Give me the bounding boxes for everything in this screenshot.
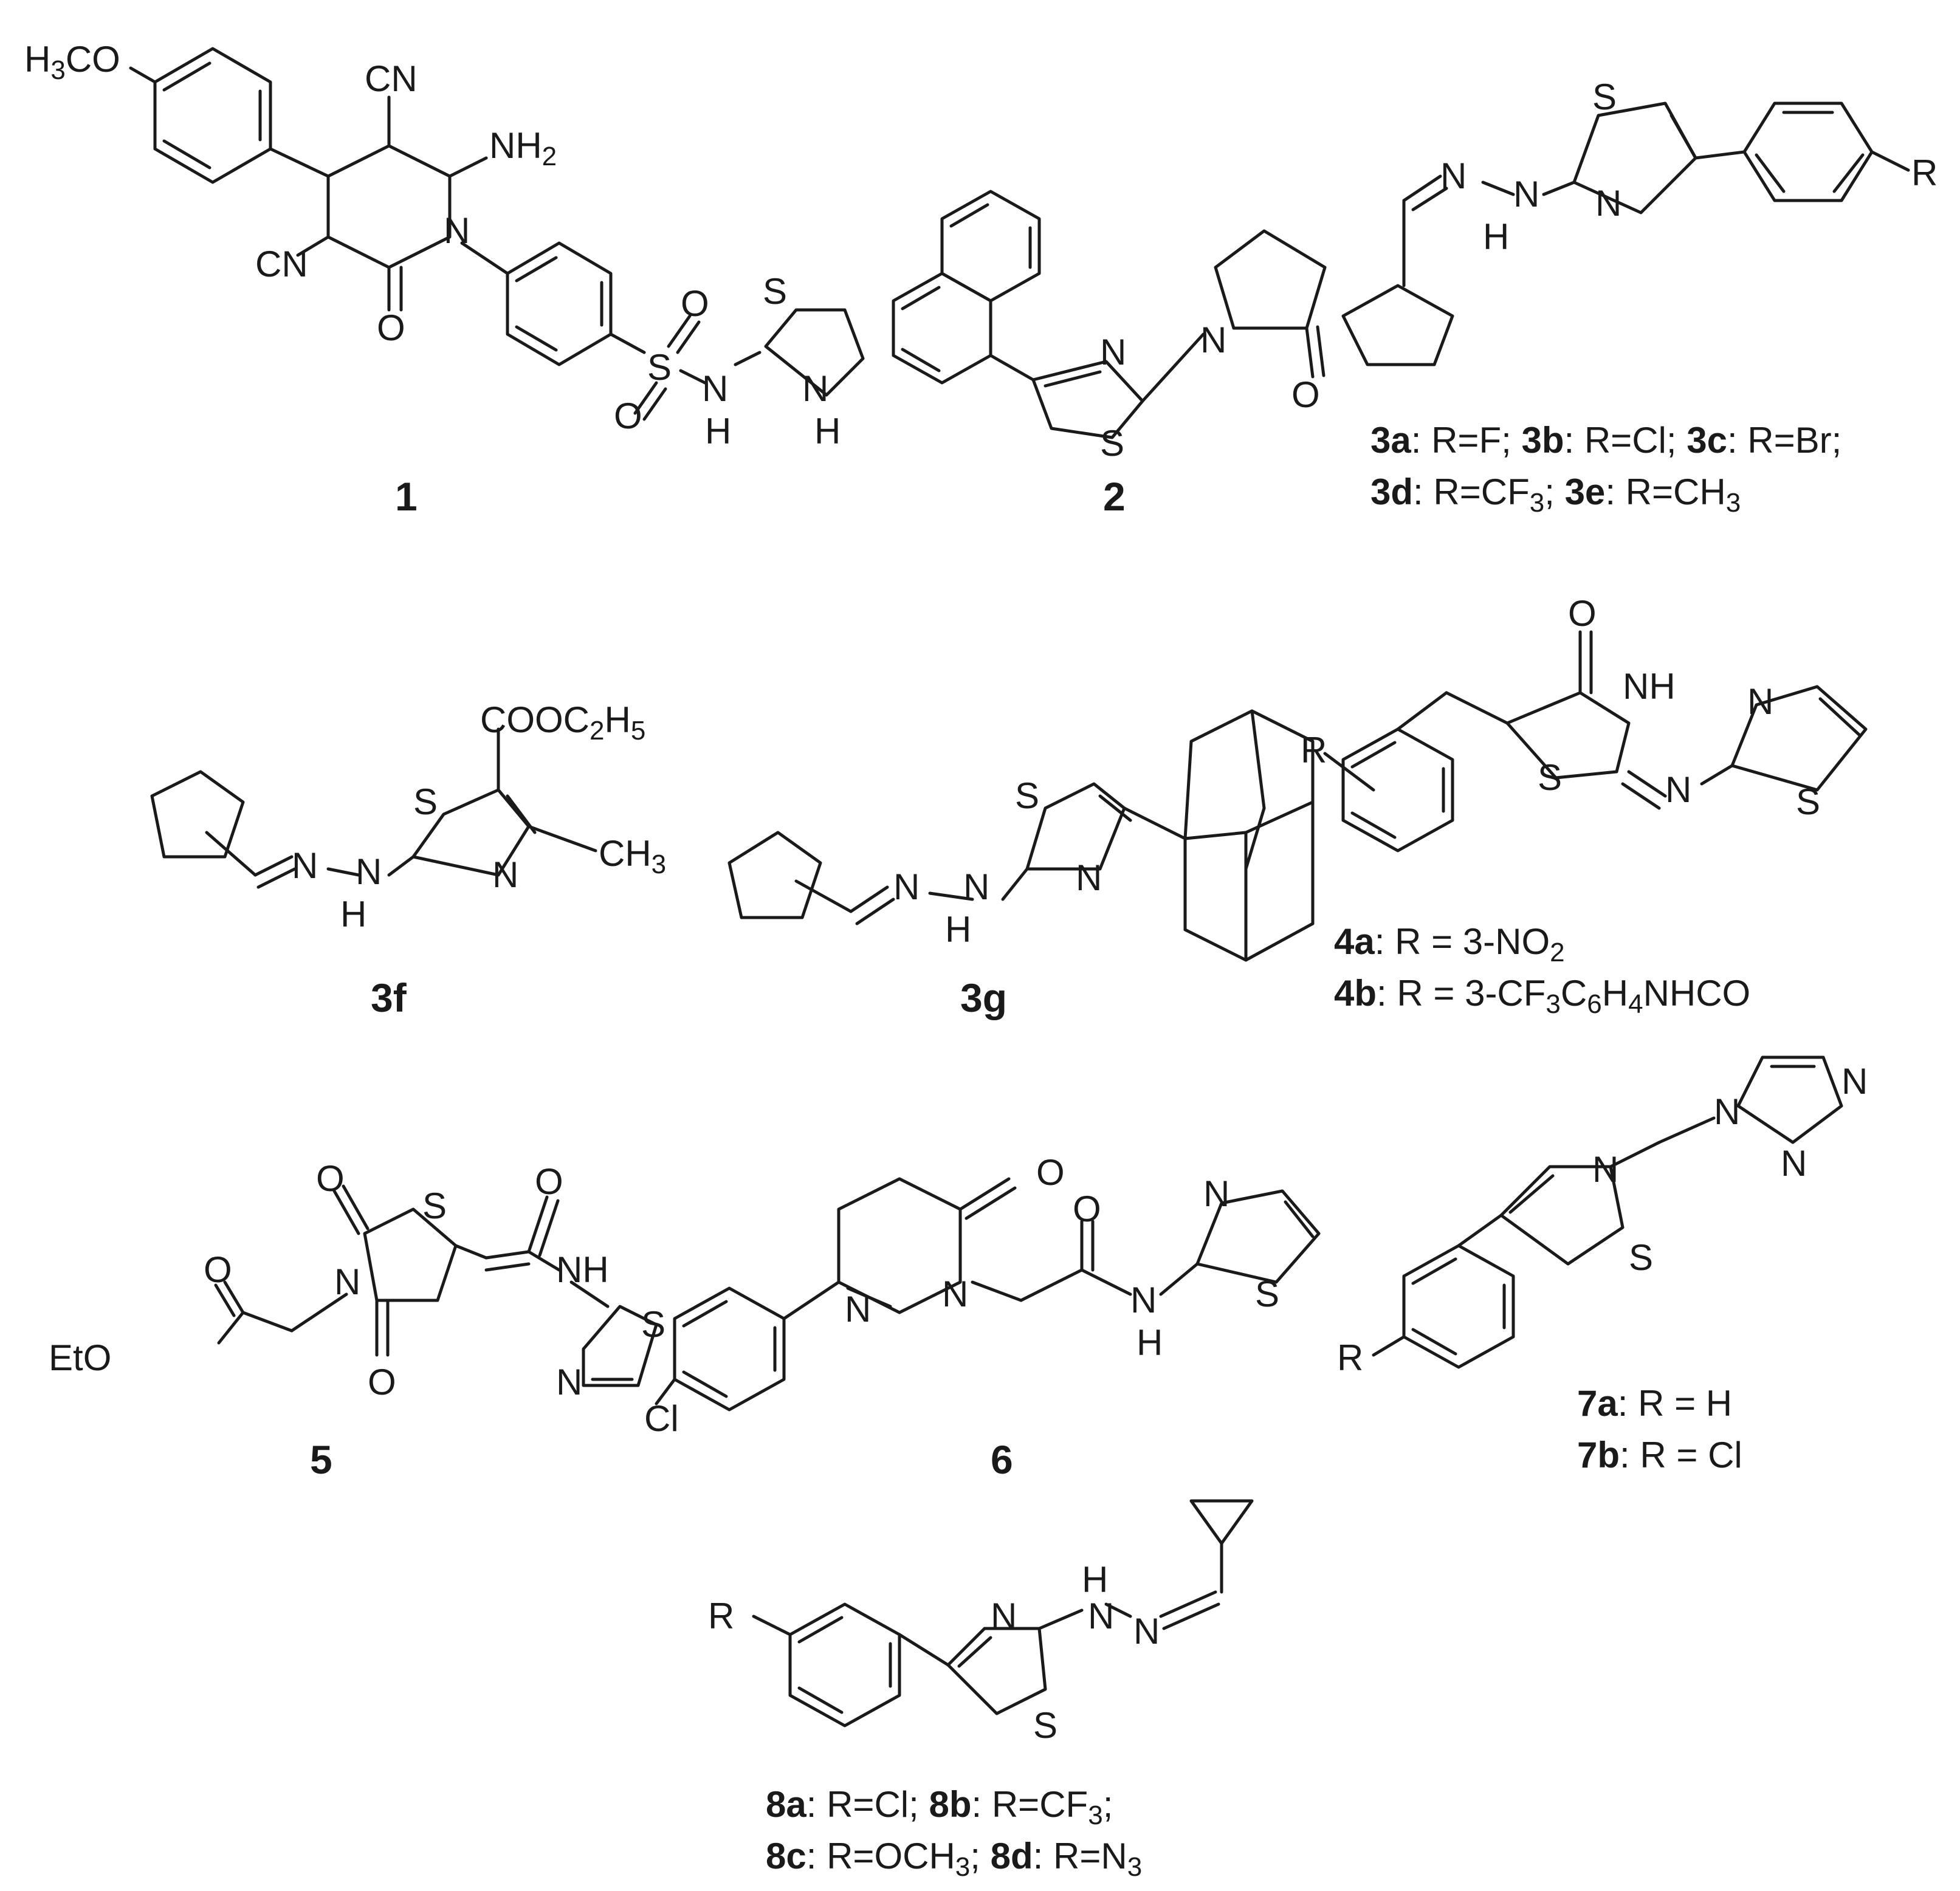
label-c2_s_thz: S (1100, 423, 1124, 464)
caption-8a-8b: 8a: R=Cl; 8b: R=CF3; (766, 1784, 1113, 1830)
label-c2_n_thz: N (1100, 332, 1126, 372)
caption-4b: 4b: R = 3-CF3C6H4NHCO (1334, 973, 1750, 1019)
compound-4a-4b: O NH S N N S R 4a: R = 3-NO2 4b: R = 3-C… (1301, 593, 1868, 1019)
label-c1_ring_s: S (763, 271, 787, 312)
label-c1_nh_h: H (705, 411, 731, 451)
label-c5_n_thz: N (556, 1362, 582, 1402)
label-c3_nh: N (1513, 174, 1539, 214)
caption-4a: 4a: R = 3-NO2 (1334, 921, 1565, 967)
label-c5_o_ester: O (204, 1249, 232, 1290)
label-c1_cn_top: CN (365, 58, 418, 99)
label-c1_nh: N (702, 368, 728, 409)
label-c1_h3co: H3CO (24, 39, 120, 85)
label-c4_r: R (1301, 730, 1327, 770)
label-c8_r: R (708, 1596, 734, 1636)
label-c5_o_top: O (316, 1158, 345, 1199)
label-c6_nh: N (1130, 1280, 1157, 1320)
label-c6_n2: N (845, 1289, 871, 1330)
label-c7_r: R (1337, 1337, 1363, 1378)
label-c6_cl: Cl (644, 1398, 679, 1439)
label-c4_s_thz: S (1796, 781, 1820, 822)
label-c5_o_amide: O (535, 1161, 563, 1202)
label-c8_n_thz: N (991, 1596, 1017, 1636)
compound-1: H3CO CN NH2 CN N O S O O N H S N H 1 (24, 39, 865, 519)
label-c3g_s: S (1015, 775, 1039, 816)
label-c1_ring_nh_h: H (814, 411, 841, 451)
label-c3g_n_thz: N (1076, 857, 1102, 898)
label-c4_n_thz: N (1747, 681, 1773, 722)
label-c2_o: O (1291, 374, 1320, 415)
label-c8_n: N (1133, 1611, 1160, 1652)
label-c1_s: S (647, 347, 672, 388)
label-c5_n: N (334, 1261, 360, 1302)
label-c7_n_trz1: N (1714, 1091, 1740, 1132)
label-c3_nh_h: H (1483, 216, 1509, 257)
label-c6_n_thz: N (1203, 1173, 1229, 1214)
compound-7a-7b: N S N N N R 7a: R = H 7b: R = Cl (1337, 1055, 1868, 1475)
compound-6: O N N O N H N S Cl 6 (644, 1152, 1321, 1482)
label-c4_o: O (1568, 593, 1597, 634)
label-c1_so1: O (681, 283, 709, 324)
compound-id-2: 2 (1103, 474, 1126, 519)
label-c3g_nh_h: H (945, 909, 971, 950)
label-c1_n: N (444, 210, 470, 251)
label-c3f_s: S (413, 781, 438, 822)
compound-id-5: 5 (310, 1437, 332, 1482)
compound-id-3f: 3f (371, 975, 407, 1020)
label-c8_s_thz: S (1033, 1705, 1057, 1746)
label-c3_r: R (1911, 153, 1938, 193)
caption-8c-8d: 8c: R=OCH3; 8d: R=N3 (766, 1836, 1142, 1882)
label-c1_cn_left: CN (255, 244, 308, 284)
label-c3_n_thz: N (1595, 183, 1621, 224)
label-c8_nh: N (1088, 1596, 1114, 1636)
label-c5_s: S (422, 1186, 447, 1226)
label-c2_n_pyr: N (1200, 320, 1226, 360)
compound-3a-3e: S N N N H R 3a: R=F; 3b: R=Cl; 3c: R=Br;… (1341, 77, 1938, 518)
label-c7_n_trz4: N (1841, 1061, 1868, 1102)
label-c6_s_thz: S (1255, 1274, 1279, 1314)
caption-3a-3c: 3a: R=F; 3b: R=Cl; 3c: R=Br; (1370, 420, 1841, 461)
label-c1_ring_nh: N (802, 368, 828, 409)
compound-2: N S N O 2 (892, 190, 1327, 519)
label-c6_n1: N (942, 1274, 968, 1314)
label-c3f_n_thz: N (492, 854, 518, 895)
label-c4_n_ex: N (1665, 769, 1691, 810)
compound-3f: S N N N H COOC2H5 CH3 3f (150, 699, 666, 1020)
label-c3f_nh_h: H (340, 894, 366, 935)
label-c3g_nh: N (963, 867, 989, 907)
label-c8_nh_h: H (1082, 1559, 1108, 1600)
label-c5_nh: NH (556, 1249, 609, 1290)
label-c5_o_bot: O (368, 1362, 396, 1402)
compound-8a-8d: R N S H N N 8a: R=Cl; 8b: R=CF3; 8c: R=O… (708, 1499, 1254, 1882)
label-c7_n_trz2: N (1781, 1143, 1807, 1184)
compound-id-6: 6 (991, 1437, 1013, 1482)
label-c5_s_thz: S (641, 1304, 665, 1345)
label-c3f_nh: N (356, 851, 382, 892)
label-c4_nh: NH (1623, 666, 1676, 707)
label-c6_nh_h: H (1136, 1322, 1163, 1363)
compound-id-1: 1 (395, 474, 418, 519)
compound-3g: S N N N H 3g (727, 709, 1315, 1020)
compound-id-3g: 3g (960, 975, 1007, 1020)
label-c7_n_thz: N (1592, 1149, 1618, 1190)
caption-7a: 7a: R = H (1577, 1383, 1732, 1424)
label-c3_s: S (1592, 77, 1617, 117)
label-c6_o_amide: O (1073, 1189, 1101, 1229)
label-c3f_n1: N (292, 845, 318, 886)
label-c4_s: S (1538, 757, 1562, 798)
compound-5: O S N O O NH N S EtO O 5 (49, 1158, 665, 1482)
caption-7b: 7b: R = Cl (1577, 1435, 1742, 1475)
label-c3f_ester: COOC2H5 (480, 699, 645, 746)
label-c1_o: O (377, 307, 405, 348)
label-c1_so2: O (614, 396, 642, 436)
label-c5_eto: EtO (49, 1337, 111, 1378)
label-c6_o_ring: O (1036, 1152, 1065, 1193)
label-c3g_n1: N (893, 867, 920, 907)
label-c3_n1: N (1440, 156, 1467, 196)
caption-3d-3e: 3d: R=CF3; 3e: R=CH3 (1370, 472, 1741, 518)
label-c7_s_thz: S (1629, 1237, 1653, 1278)
